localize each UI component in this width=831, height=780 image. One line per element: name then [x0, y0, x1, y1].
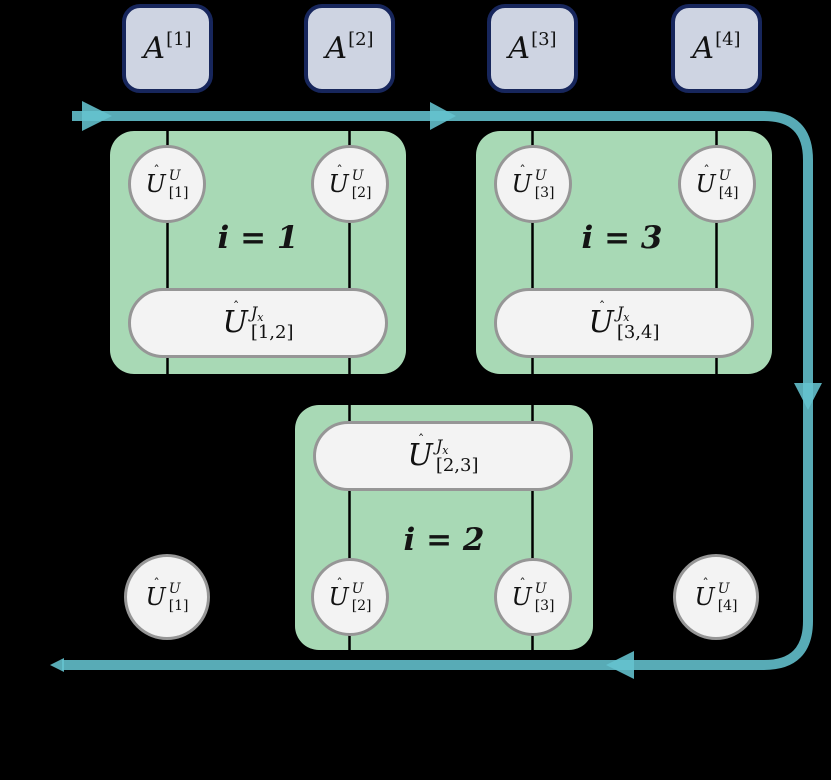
- gate-base: U: [222, 305, 248, 340]
- gate-base: U: [695, 170, 716, 198]
- tensor-label: A: [325, 30, 348, 66]
- gate-sup: J: [250, 302, 258, 322]
- gate-base: U: [145, 583, 166, 611]
- hat-accent: ˆ: [519, 163, 526, 179]
- gate-base: U: [407, 438, 433, 473]
- mps-tensor-a4: A[4]: [671, 4, 762, 93]
- gate-sup: J: [435, 435, 443, 455]
- hat-accent: ˆ: [153, 163, 160, 179]
- gate-sub: [1,2]: [250, 321, 294, 343]
- gate-sub: [4]: [717, 597, 738, 614]
- gate-base: U: [694, 583, 715, 611]
- gate-sup: U: [168, 580, 181, 597]
- arrow-left-end-icon: [50, 658, 64, 672]
- hat-accent: ˆ: [598, 299, 606, 315]
- gate-sup: U: [534, 580, 547, 597]
- step-index-label-1: i = 1: [217, 220, 299, 256]
- gate-sup-sub: x: [442, 443, 449, 457]
- gate-sup: J: [616, 302, 624, 322]
- gate-base: U: [145, 170, 166, 198]
- arrow-right-mid-icon: [430, 102, 456, 130]
- tensor-sup: [2]: [348, 28, 374, 50]
- gate-sup: U: [534, 167, 547, 184]
- gate-sub: [1]: [168, 597, 189, 614]
- gate-base: U: [511, 583, 532, 611]
- gate-sup: U: [351, 580, 364, 597]
- hat-accent: ˆ: [417, 432, 425, 448]
- arrow-right-start-icon: [82, 101, 112, 131]
- gate-base: U: [511, 170, 532, 198]
- gate-sub: [3,4]: [616, 321, 660, 343]
- tensor-sup: [3]: [531, 28, 557, 50]
- hat-accent: ˆ: [153, 576, 160, 592]
- gate-base: U: [328, 583, 349, 611]
- hat-accent: ˆ: [336, 576, 343, 592]
- gate-sup: U: [168, 167, 181, 184]
- hat-accent: ˆ: [232, 299, 240, 315]
- tensor-label: A: [692, 30, 715, 66]
- gate-base: U: [588, 305, 614, 340]
- gate-sub: [2]: [351, 184, 372, 201]
- gate-sub: [2,3]: [435, 454, 479, 476]
- tensor-sup: [4]: [715, 28, 741, 50]
- mps-tensor-a1: A[1]: [122, 4, 213, 93]
- gate-base: U: [328, 170, 349, 198]
- step-index-label-2: i = 2: [403, 522, 485, 558]
- hat-accent: ˆ: [703, 163, 710, 179]
- arrow-left-mid-icon: [606, 651, 634, 679]
- site-wires: [166, 93, 718, 673]
- gate-sub: [3]: [534, 184, 555, 201]
- hat-accent: ˆ: [519, 576, 526, 592]
- hat-accent: ˆ: [336, 163, 343, 179]
- gate-sub: [2]: [351, 597, 372, 614]
- gate-sup: U: [718, 167, 731, 184]
- gate-sup: U: [351, 167, 364, 184]
- mps-tensor-a3: A[3]: [487, 4, 578, 93]
- hat-accent: ˆ: [702, 576, 709, 592]
- arrow-down-icon: [794, 383, 822, 410]
- mps-tensor-a2: A[2]: [304, 4, 395, 93]
- gate-sup-sub: x: [623, 310, 630, 324]
- tensor-sup: [1]: [166, 28, 192, 50]
- tensor-label: A: [143, 30, 166, 66]
- gate-sub: [4]: [718, 184, 739, 201]
- gate-sub: [1]: [168, 184, 189, 201]
- gate-sup: U: [717, 580, 730, 597]
- tensor-label: A: [508, 30, 531, 66]
- sweep-arrowheads: [50, 101, 822, 679]
- gate-sup-sub: x: [257, 310, 264, 324]
- gate-sub: [3]: [534, 597, 555, 614]
- step-index-label-3: i = 3: [581, 220, 663, 256]
